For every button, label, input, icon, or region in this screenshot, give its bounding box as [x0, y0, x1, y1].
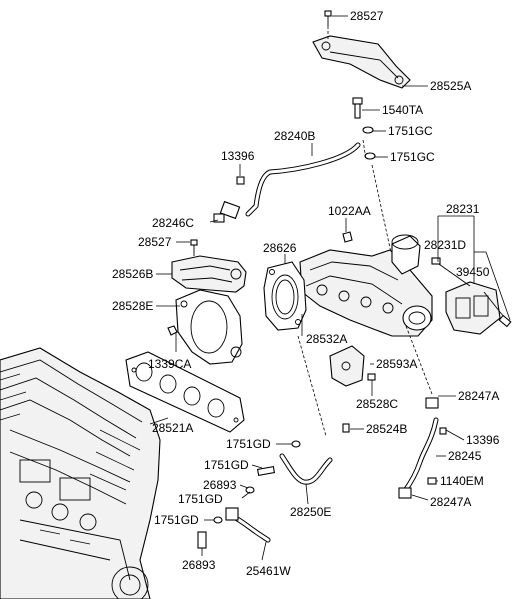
label-28524B: 28524B	[366, 422, 407, 436]
label-1751GC-a: 1751GC	[388, 124, 433, 138]
bolt-1022AA	[342, 231, 353, 243]
label-28246C: 28246C	[152, 216, 194, 230]
return-pipe-28250E	[245, 335, 333, 494]
turbocharger-assembly-28231	[299, 234, 512, 337]
label-28527-top: 28527	[350, 9, 384, 23]
manifold-gasket-28521A	[125, 351, 245, 433]
part-labels: 28527 28525A 1540TA 1751GC 28240B 1751GC…	[112, 9, 500, 578]
gasket-28626	[263, 261, 307, 331]
label-28525A: 28525A	[430, 79, 471, 93]
label-1751GD-d: 1751GD	[154, 513, 199, 527]
label-1751GD-a: 1751GD	[226, 437, 271, 451]
hose-25461W	[197, 507, 271, 549]
label-25461W: 25461W	[246, 564, 291, 578]
heat-shield-upper	[312, 35, 411, 89]
label-1140EM: 1140EM	[440, 474, 484, 488]
bracket-28593A	[329, 345, 376, 433]
label-28247A-b: 28247A	[430, 495, 471, 509]
label-1751GD-c: 1751GD	[178, 492, 223, 506]
label-28527-mid: 28527	[138, 235, 172, 249]
label-28528C: 28528C	[356, 397, 398, 411]
pipe-28245	[398, 325, 447, 499]
label-28528E: 28528E	[112, 299, 153, 313]
label-28521A: 28521A	[152, 421, 193, 435]
label-28231: 28231	[446, 202, 480, 216]
engine-block-illustration	[0, 347, 161, 599]
label-26893-b: 26893	[182, 558, 216, 572]
label-13396-b: 13396	[466, 433, 500, 447]
heat-shield-28526B	[171, 239, 247, 293]
bolt-1540TA	[352, 97, 376, 160]
label-28626: 28626	[263, 241, 297, 255]
fitting-13396-upper	[236, 164, 245, 185]
label-13396-a: 13396	[221, 149, 255, 163]
label-28250E: 28250E	[290, 505, 331, 519]
gasket-28528E	[175, 289, 243, 365]
label-28245: 28245	[448, 449, 482, 463]
label-28247A-a: 28247A	[458, 389, 499, 403]
label-26893-a: 26893	[203, 478, 237, 492]
label-28593A: 28593A	[376, 357, 417, 371]
oil-feed-pipe-28240B	[213, 139, 399, 286]
label-1751GD-b: 1751GD	[204, 458, 249, 472]
label-28240B: 28240B	[274, 129, 315, 143]
label-1022AA: 1022AA	[328, 204, 371, 218]
label-28532A: 28532A	[306, 332, 347, 346]
label-1339CA: 1339CA	[148, 357, 191, 371]
nut-1339CA	[167, 325, 178, 336]
label-1751GC-b: 1751GC	[390, 150, 435, 164]
bolt-28527-top	[324, 10, 332, 40]
label-1540TA: 1540TA	[382, 103, 423, 117]
label-28526B: 28526B	[112, 267, 153, 281]
leader-lines	[149, 15, 511, 561]
label-28231D: 28231D	[424, 238, 466, 252]
label-39450: 39450	[456, 265, 490, 279]
